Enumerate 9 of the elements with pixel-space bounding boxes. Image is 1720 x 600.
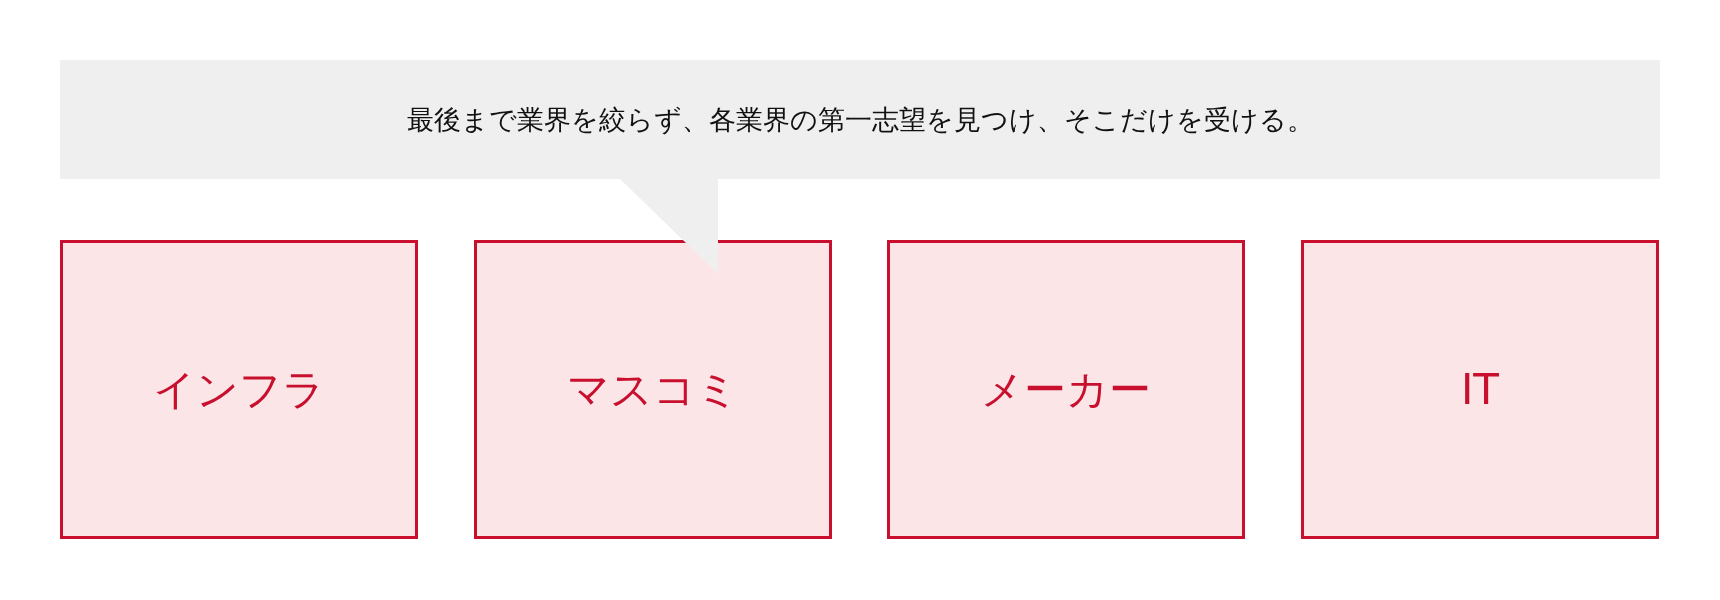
category-label: インフラ	[153, 363, 325, 416]
category-label: IT	[1460, 365, 1499, 414]
callout-text: 最後まで業界を絞らず、各業界の第一志望を見つけ、そこだけを受ける。	[406, 102, 1314, 137]
category-label: メーカー	[981, 363, 1151, 416]
category-box	[60, 240, 418, 539]
category-box	[1301, 240, 1659, 539]
category-box	[887, 240, 1245, 539]
category-box	[474, 240, 832, 539]
category-label: マスコミ	[567, 363, 739, 416]
